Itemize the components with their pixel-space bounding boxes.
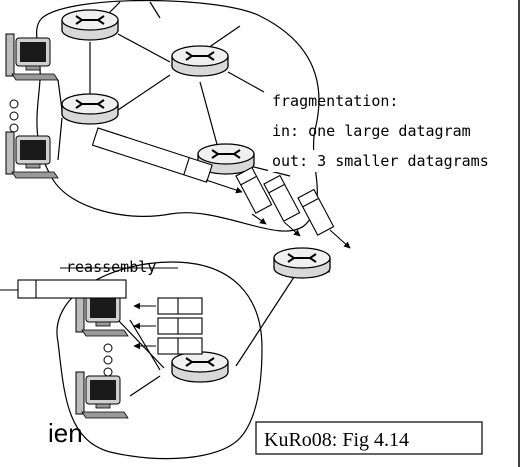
reassembly-label: reassembly — [66, 258, 156, 276]
vertical-dots-icon — [9, 99, 19, 133]
annotation-line-2: in: one large datagram — [272, 122, 471, 140]
router-icon — [61, 9, 119, 41]
datagram-fragment — [297, 188, 335, 236]
arrival-arrows — [133, 302, 156, 350]
annotation-line-1: fragmentation: — [272, 92, 398, 110]
vertical-dots-icon — [103, 343, 113, 377]
large-datagram — [91, 127, 213, 183]
caption-box — [255, 421, 483, 455]
fragmentation-annotation: fragmentation: in: one large datagram ou… — [268, 92, 520, 172]
arriving-fragments — [157, 297, 203, 355]
caption-text: KuRo08: Fig 4.14 — [264, 429, 409, 451]
computer-icon — [75, 371, 129, 419]
upper-network-cloud — [35, 0, 320, 232]
router-icon — [61, 93, 119, 125]
computer-icon — [5, 131, 59, 179]
datagram-fragment — [263, 174, 301, 222]
fragment-arrows — [251, 213, 351, 249]
annotation-line-3: out: 3 smaller datagrams — [272, 152, 489, 170]
network-links — [57, 1, 331, 397]
reassembled-datagram — [0, 279, 127, 299]
lower-network-cloud — [56, 261, 263, 460]
router-icon — [171, 351, 229, 383]
partial-text: ien — [48, 418, 83, 448]
computer-icon — [5, 33, 59, 81]
datagram-fragment — [235, 166, 273, 214]
router-icon — [171, 45, 229, 77]
router-icon — [273, 247, 331, 279]
large-datagram-arrow — [205, 179, 243, 194]
